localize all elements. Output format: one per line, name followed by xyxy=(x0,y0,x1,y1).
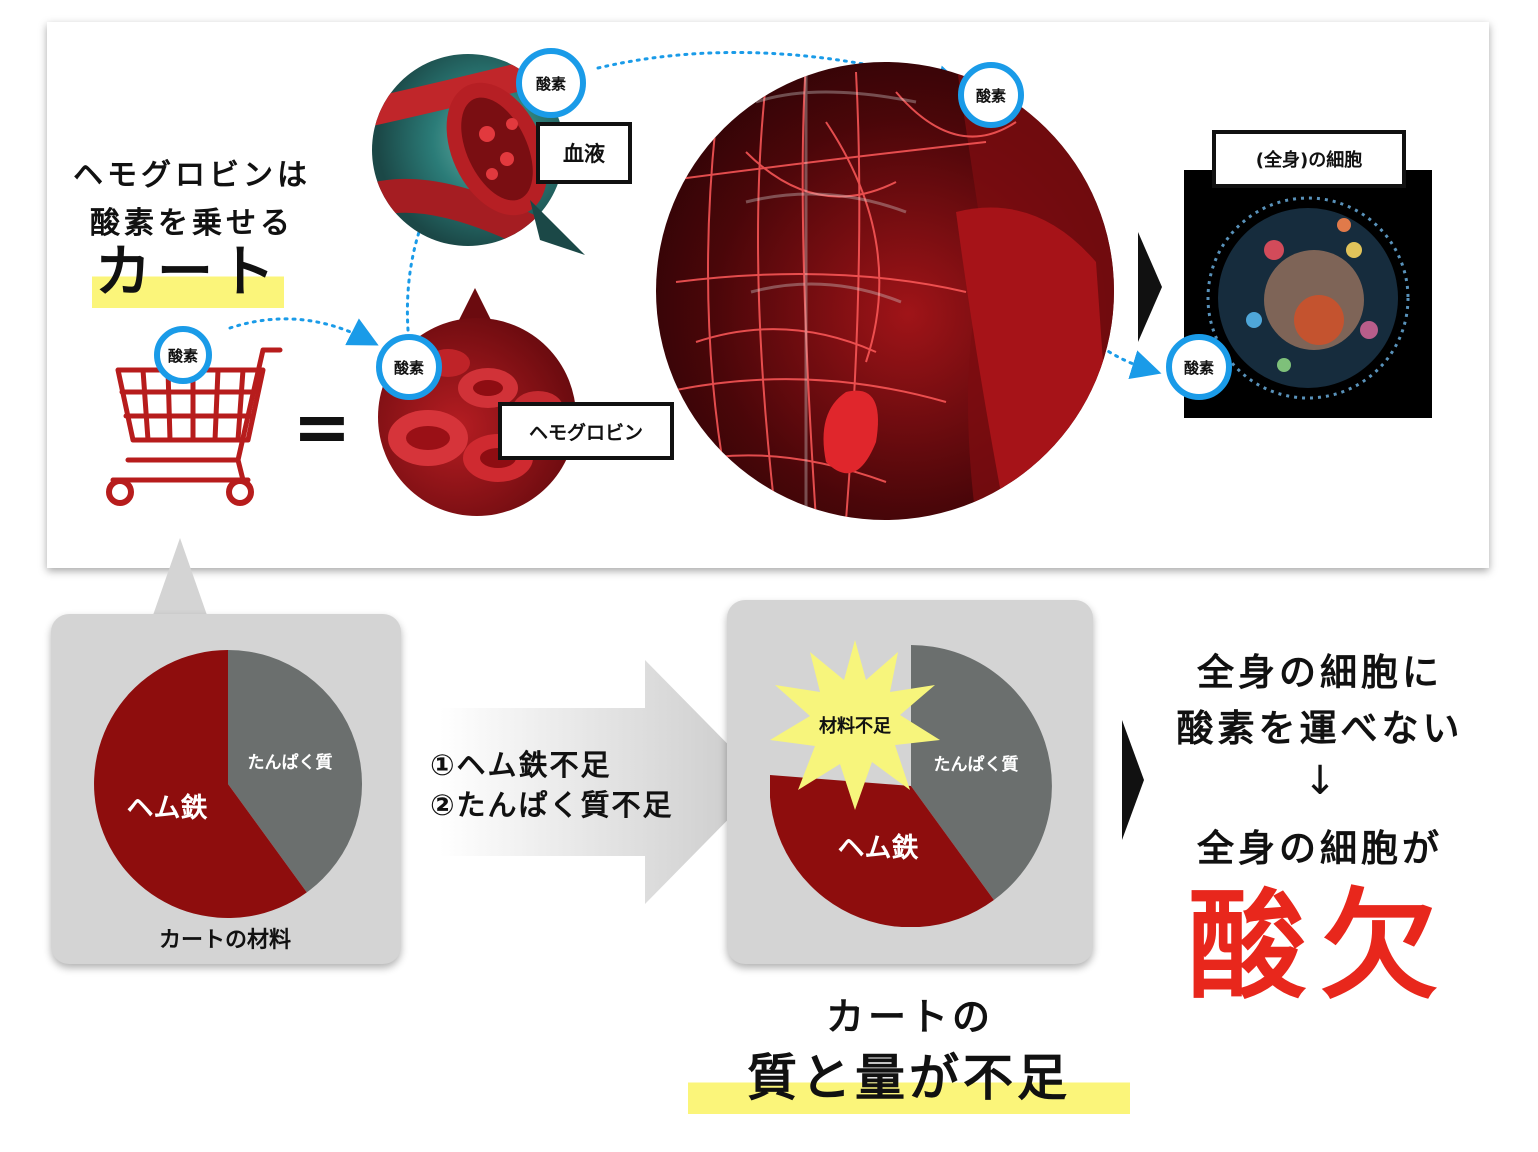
callout-tail xyxy=(152,538,208,618)
headline-line1: ヘモグロビンは xyxy=(73,158,311,193)
oxygen-badge-rbc: 酸素 xyxy=(376,334,442,400)
blood-label: 血液 xyxy=(536,122,632,184)
arrow-line1: ①ヘム鉄不足 xyxy=(430,748,612,782)
pie2-heme-label: ヘム鉄 xyxy=(837,833,919,864)
hemoglobin-label: ヘモグロビン xyxy=(498,402,674,460)
speech-tail-blood xyxy=(530,200,585,255)
down-arrow-icon: ↓ xyxy=(1303,758,1337,804)
oxygen-badge-cell: 酸素 xyxy=(1166,334,1232,400)
result-line2: 酸素を運べない xyxy=(1176,707,1464,750)
oxygen-badge-body: 酸素 xyxy=(958,62,1024,128)
cell-image xyxy=(1184,170,1432,418)
pie-chart-materials xyxy=(94,650,363,918)
bottom-line2: 質と量が不足 xyxy=(688,1044,1130,1114)
pie1-heme-label: ヘム鉄 xyxy=(126,793,208,824)
pie1-caption: カートの材料 xyxy=(158,928,291,953)
headline-cart: カート xyxy=(92,238,284,308)
result-line3: 全身の細胞が xyxy=(1197,827,1443,870)
pie2-slice-protein xyxy=(911,645,1052,900)
cells-label: (全身)の細胞 xyxy=(1212,130,1406,188)
oxygen-badge-blood: 酸素 xyxy=(516,48,586,118)
body-vascular-image xyxy=(656,62,1114,520)
result-oxygen-deficiency: 酸欠 xyxy=(1187,877,1452,1015)
equals-sign: = xyxy=(292,386,352,468)
pie-chart-deficient xyxy=(770,645,1052,927)
shopping-cart-icon xyxy=(106,347,283,506)
pie1-protein-label: たんぱく質 xyxy=(247,753,333,773)
bottom-line1: カートの xyxy=(825,995,994,1039)
chevron-right-icon-2 xyxy=(1122,720,1144,840)
headline-line2: 酸素を乗せる xyxy=(90,206,294,241)
big-arrow xyxy=(440,660,765,904)
chevron-right-icon xyxy=(1138,232,1162,342)
material-shortage-badge: 材料不足 xyxy=(819,716,891,737)
result-line1: 全身の細胞に xyxy=(1197,651,1443,694)
pie2-protein-label: たんぱく質 xyxy=(933,755,1019,775)
pie-slice-heme-iron xyxy=(228,650,363,893)
starburst-badge xyxy=(770,640,940,810)
oxygen-badge-cart: 酸素 xyxy=(154,326,212,384)
arrow-line2: ②たんぱく質不足 xyxy=(430,788,674,822)
pie-slice-protein xyxy=(94,650,307,918)
pie2-slice-heme xyxy=(770,775,994,927)
